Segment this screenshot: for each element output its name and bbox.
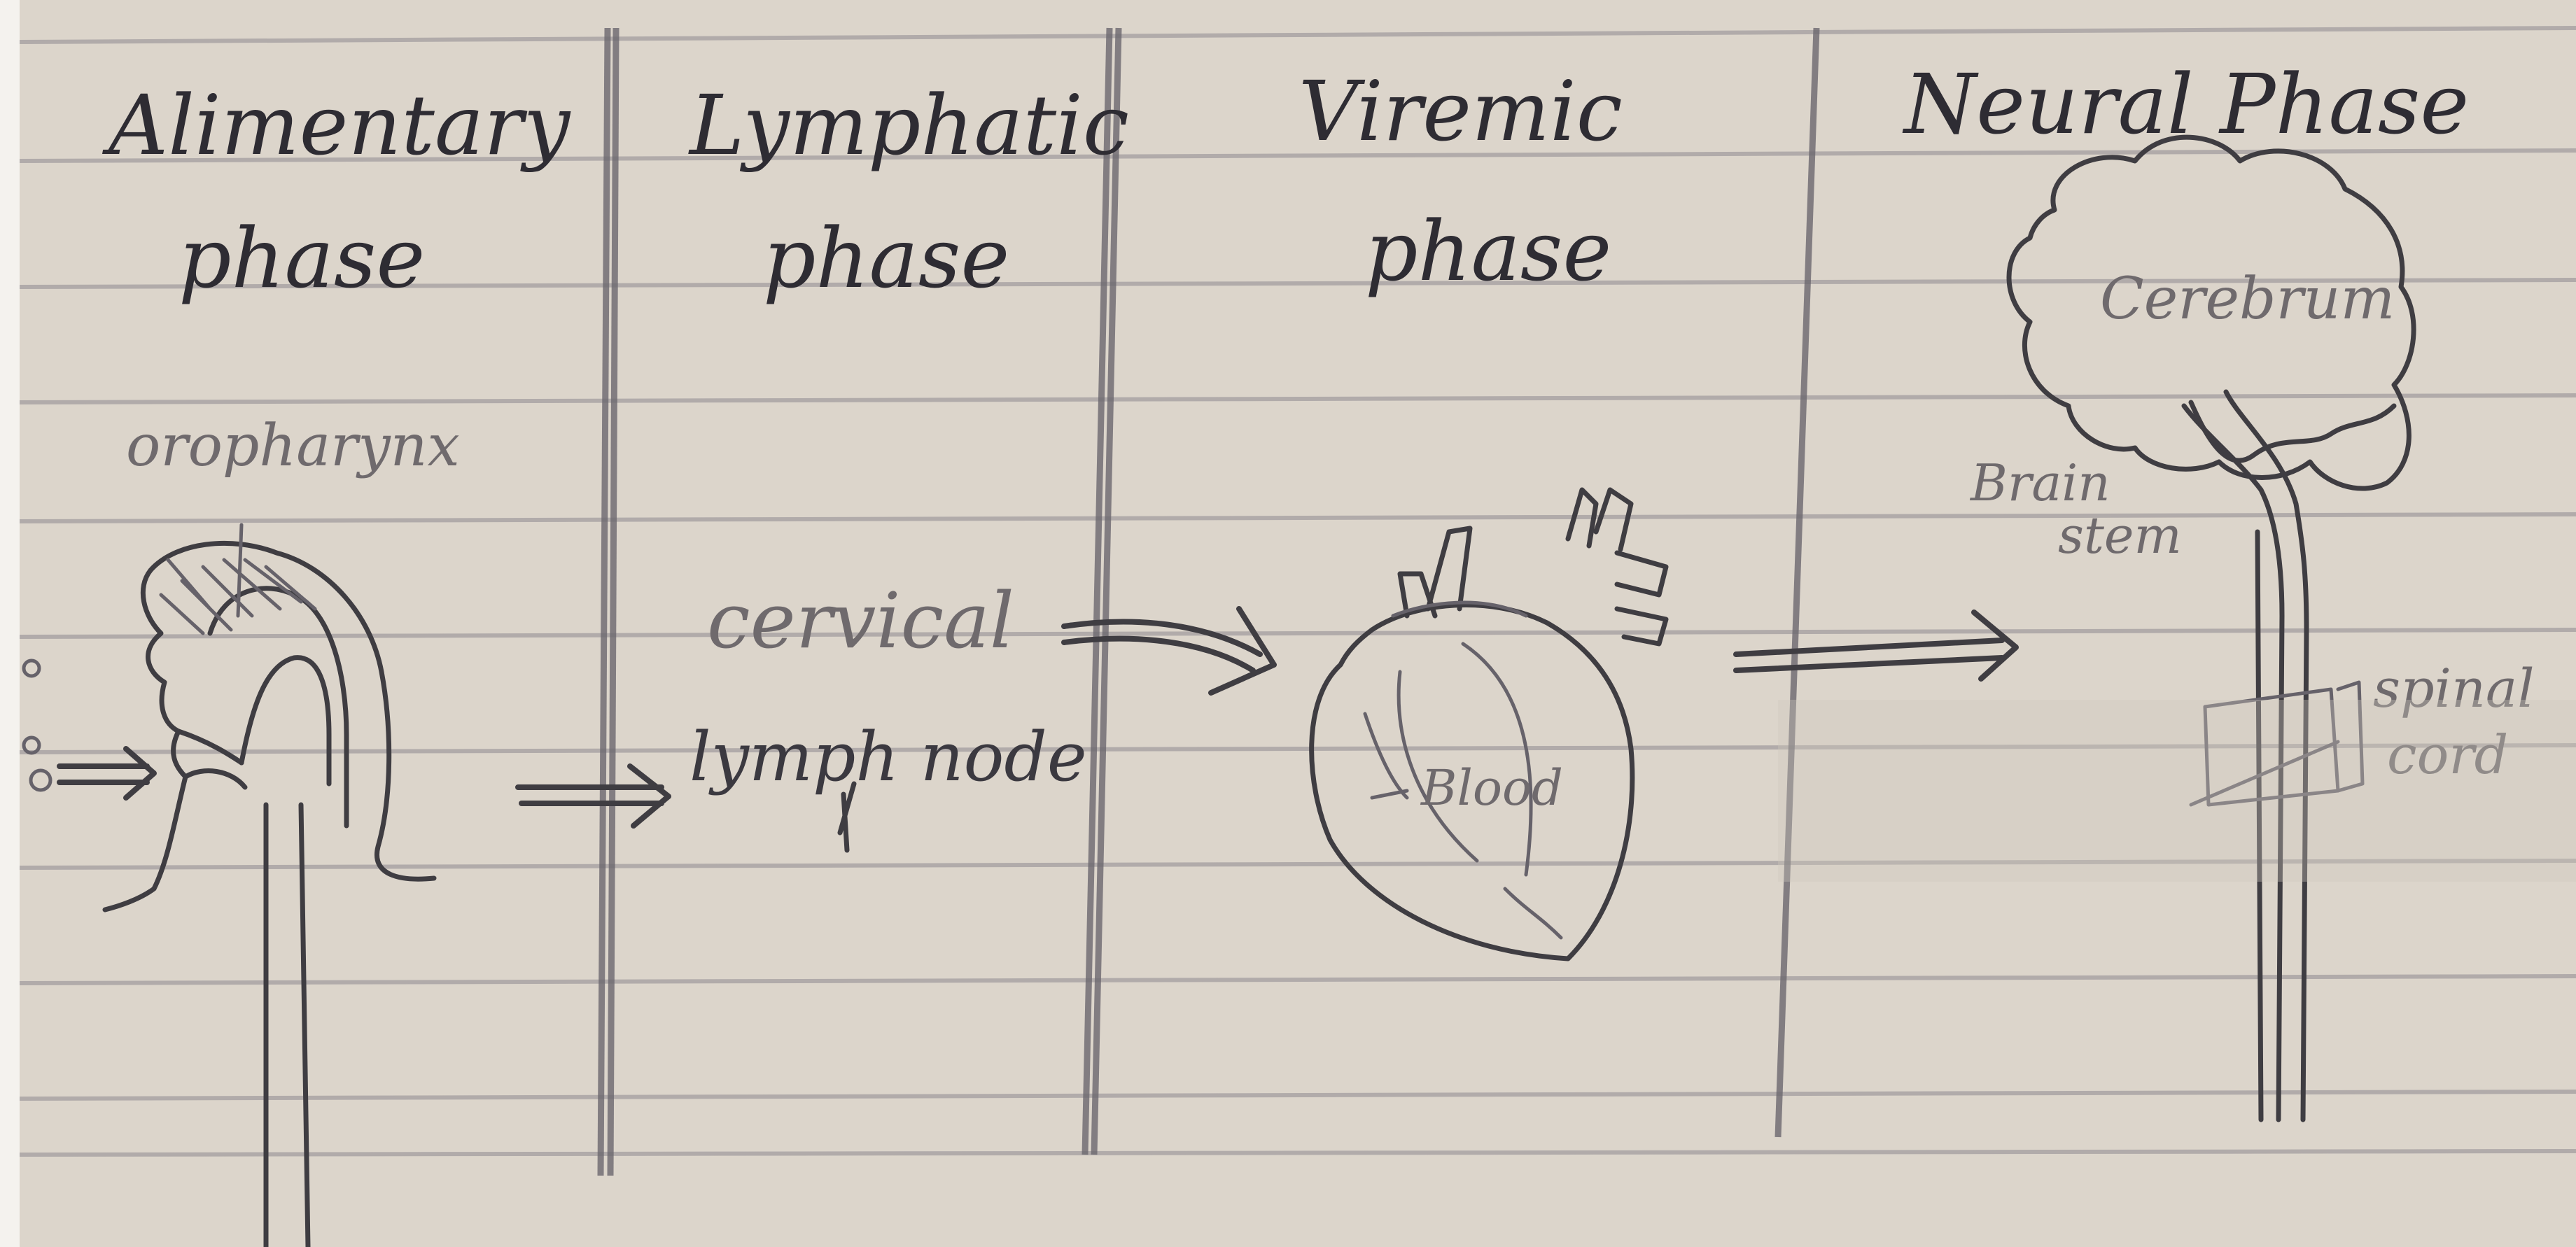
phase-1-heading-line2: phase bbox=[178, 210, 425, 307]
blood-label: Blood bbox=[1420, 759, 1563, 817]
oropharynx-label: oropharynx bbox=[126, 413, 460, 479]
phase-2-heading-line1: Lymphatic bbox=[688, 77, 1129, 174]
phase-3-heading-line1: Viremic bbox=[1298, 63, 1623, 160]
lymph-node-label: lymph node bbox=[690, 718, 1087, 796]
stem-label: stem bbox=[2058, 506, 2182, 565]
page-edge bbox=[0, 0, 20, 1247]
cervical-label: cervical bbox=[707, 576, 1014, 665]
cerebrum-label: Cerebrum bbox=[2100, 266, 2395, 332]
phase-3-heading-line2: phase bbox=[1365, 203, 1611, 300]
brain-label: Brain bbox=[1969, 453, 2110, 512]
phase-2-heading-line2: phase bbox=[763, 210, 1009, 307]
shadow-patch bbox=[1778, 700, 2576, 882]
phase-1-heading-line1: Alimentary bbox=[102, 77, 571, 174]
